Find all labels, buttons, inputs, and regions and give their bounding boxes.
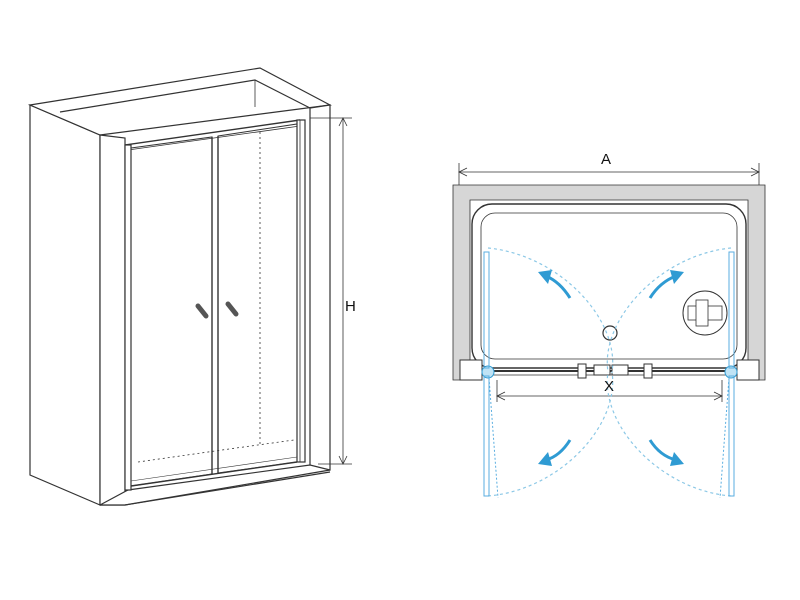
width-dimension: [458, 163, 760, 185]
width-label: A: [601, 151, 611, 168]
top-view: [452, 163, 766, 499]
shower-tray: [471, 203, 747, 369]
inner-floor-dashed: [137, 439, 295, 463]
right-profile: [296, 119, 306, 463]
hinge-detail: [682, 290, 728, 336]
door-hardware: [459, 359, 760, 381]
opening-label: X: [604, 378, 614, 395]
drain: [602, 325, 618, 341]
arrow-bottom-left: [545, 439, 572, 462]
left-jamb: [99, 134, 126, 506]
opening-dimension: [496, 380, 723, 402]
right-door-leaf: [217, 123, 298, 474]
isometric-view: [27, 67, 352, 506]
height-dimension: [310, 117, 352, 465]
door-handles: [195, 301, 239, 319]
left-wall: [29, 104, 101, 506]
door-leaf-positions: [483, 251, 735, 499]
bottom-slab: [99, 464, 331, 506]
left-profile: [124, 144, 132, 491]
arrow-bottom-right: [648, 439, 677, 462]
door-header: [124, 119, 301, 146]
wall-section: [452, 184, 766, 381]
height-label: H: [345, 298, 356, 315]
arrow-heads: [538, 270, 684, 466]
swing-paths: [487, 247, 732, 497]
shower-tray-inner: [480, 212, 738, 360]
right-wall: [309, 104, 331, 471]
